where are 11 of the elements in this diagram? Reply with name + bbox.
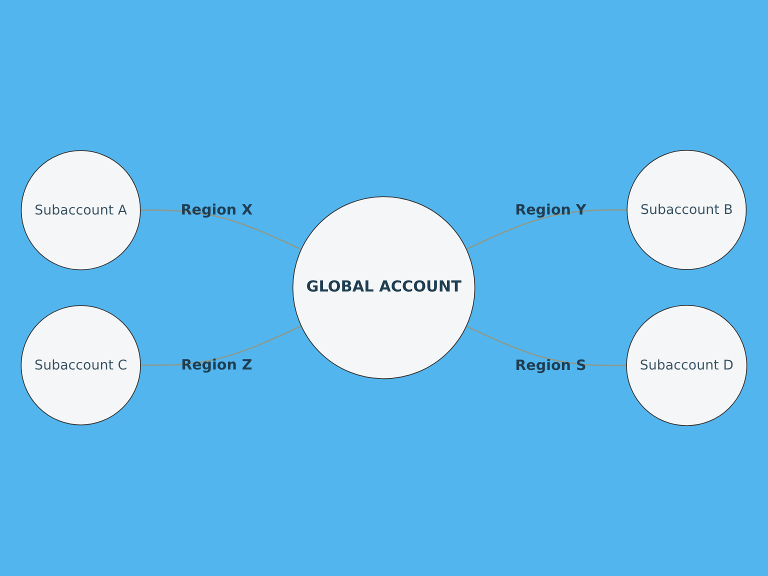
node-circle: Subaccount A — [20, 150, 141, 270]
edge-label: Region Z — [181, 356, 252, 374]
node-circle: Subaccount D — [626, 304, 748, 426]
node-circle: GLOBAL ACCOUNT — [292, 196, 476, 380]
node-circle: Subaccount C — [20, 305, 141, 426]
connector — [466, 326, 626, 366]
connector — [140, 325, 302, 366]
connector — [140, 210, 302, 250]
edge-label: Region X — [180, 201, 253, 218]
node-circle: Subaccount B — [626, 150, 747, 270]
connector — [466, 209, 628, 250]
